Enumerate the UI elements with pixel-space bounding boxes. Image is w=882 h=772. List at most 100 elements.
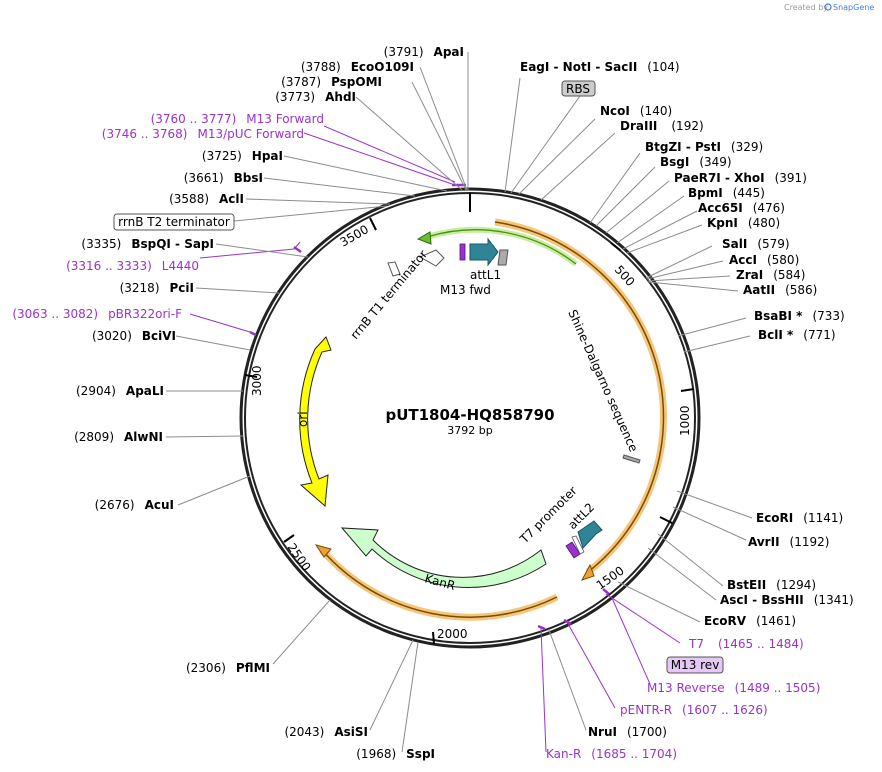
site-name: BclI *	[758, 328, 794, 342]
svg-text:(3760 .. 3777)M13 Forward: (3760 .. 3777)M13 Forward	[151, 112, 324, 126]
primer-name: M13/pUC Forward	[197, 127, 304, 141]
site-name: AclI	[219, 192, 244, 206]
sites-right: EagI - NotI - SacII(104) NcoI(140) DraII…	[520, 60, 854, 739]
primer-range: (3760 .. 3777)	[151, 112, 237, 126]
site-name: AhdI	[325, 90, 356, 104]
svg-text:(3725)HpaI: (3725) HpaI	[202, 149, 283, 163]
primer-range: (3063 .. 3082)	[12, 307, 98, 321]
site-name: BstEII	[727, 578, 766, 592]
site-pos: (1461)	[756, 614, 796, 628]
site-pos: (3773)	[275, 90, 315, 104]
site-name: NruI	[588, 725, 617, 739]
site-pos: (104)	[647, 60, 679, 74]
rrnb-t2-label: rrnB T2 terminator	[118, 215, 230, 229]
site-pos: (3725)	[202, 149, 242, 163]
m13-rev-label: M13 rev	[671, 658, 720, 672]
credit-brand: SnapGene	[833, 3, 874, 12]
tick-marks	[244, 193, 695, 645]
site-name: AsiSI	[334, 725, 368, 739]
svg-text:(2306)PflMI: (2306) PflMI	[186, 661, 270, 675]
site-name: PciI	[170, 281, 195, 295]
site-pos: (3020)	[92, 329, 132, 343]
site-pos: (3791)	[384, 45, 424, 59]
svg-text:(2676)AcuI: (2676)AcuI	[95, 498, 174, 512]
sites-left: (3791)ApaI (3788)EcoO109I (3787)PspOMI (…	[74, 45, 464, 761]
site-pos: (3218)	[120, 281, 160, 295]
primer-leaders	[189, 125, 681, 753]
svg-text:BclI *(771): BclI *(771)	[758, 328, 836, 342]
site-name: PflMI	[236, 661, 270, 675]
tick-2000: 2000	[437, 627, 468, 641]
site-pos: (2306)	[186, 661, 226, 675]
site-name: HpaI	[252, 149, 283, 163]
svg-text:(3335)BspQI - SapI: (3335) BspQI - SapI	[81, 237, 214, 251]
site-pos: (3787)	[281, 75, 321, 89]
svg-text:(2043)AsiSI: (2043) AsiSI	[284, 725, 368, 739]
site-pos: (2043)	[284, 725, 324, 739]
svg-text:AatII(586): AatII (586)	[743, 283, 817, 297]
kanr-label: KanR	[423, 571, 457, 593]
rbs-box	[561, 80, 596, 97]
primer-range: (3746 .. 3768)	[102, 127, 188, 141]
site-pos: (586)	[785, 283, 817, 297]
svg-text:EcoRV(1461): EcoRV (1461)	[704, 614, 796, 628]
svg-text:BstEII(1294): BstEII (1294)	[727, 578, 816, 592]
svg-text:BtgZI - PstI(329): BtgZI - PstI(329)	[645, 140, 763, 154]
site-name: BbsI	[234, 171, 263, 185]
svg-text:(3020)BciVI: (3020) BciVI	[92, 329, 176, 343]
site-pos: (329)	[731, 140, 763, 154]
attl2-arrow	[577, 520, 603, 549]
primer-range: (3316 .. 3333)	[66, 259, 152, 273]
svg-text:(3787)PspOMI: (3787)PspOMI	[281, 75, 382, 89]
svg-text:(3063 .. 3082)pBR322ori-F: (3063 .. 3082)pBR322ori-F	[12, 307, 182, 321]
site-name: KpnI	[707, 216, 738, 230]
attl1-box	[497, 249, 509, 266]
site-pos: (584)	[773, 268, 805, 282]
site-pos: (476)	[753, 201, 785, 215]
backbone-outer	[239, 187, 701, 649]
site-pos: (3335)	[81, 237, 121, 251]
site-pos: (2676)	[95, 498, 135, 512]
site-pos: (1341)	[814, 593, 854, 607]
primer-name: T7	[688, 637, 704, 651]
svg-text:SalI(579): SalI(579)	[722, 237, 790, 251]
primer-name: Kan-R	[546, 747, 581, 761]
plasmid-name: pUT1804-HQ858790	[385, 406, 554, 424]
t7-promoter-mark	[571, 535, 585, 555]
svg-text:M13 Reverse(1489 .. 1505): M13 Reverse(1489 .. 1505)	[647, 681, 820, 695]
site-pos: (2809)	[74, 430, 114, 444]
site-pos: (579)	[757, 237, 789, 251]
site-name: BspQI - SapI	[131, 237, 214, 251]
svg-text:KpnI(480): KpnI (480)	[707, 216, 780, 230]
svg-text:pENTR-R(1607 .. 1626): pENTR-R(1607 .. 1626)	[620, 703, 768, 717]
site-pos: (3588)	[169, 192, 209, 206]
site-name: BciVI	[142, 329, 176, 343]
svg-text:(2904)ApaLI: (2904)ApaLI	[76, 384, 164, 398]
feature-orange-arcs	[314, 218, 667, 621]
site-name: AscI - BssHII	[720, 593, 804, 607]
plasmid-size: 3792 bp	[447, 424, 492, 437]
site-pos: (580)	[767, 253, 799, 267]
primer-range: (1685 .. 1704)	[591, 747, 677, 761]
site-name: AatII	[743, 283, 775, 297]
svg-text:ZraI(584): ZraI(584)	[736, 268, 805, 282]
svg-text:BpmI(445): BpmI(445)	[688, 186, 765, 200]
rrnb-t2-arrow	[387, 261, 401, 277]
site-pos: (1700)	[627, 725, 667, 739]
primers-left: (3760 .. 3777)M13 Forward (3746 .. 3768)…	[12, 112, 324, 321]
svg-text:DraIII(192): DraIII(192)	[620, 119, 704, 133]
site-name: EcoRV	[704, 614, 747, 628]
site-pos: (480)	[748, 216, 780, 230]
attl1-label: attL1	[470, 268, 501, 282]
rbs-label: RBS	[566, 82, 590, 96]
svg-text:(1968)SspI: (1968)SspI	[356, 747, 435, 761]
svg-text:EagI - NotI - SacII(104): EagI - NotI - SacII(104)	[520, 60, 680, 74]
site-name: DraIII	[620, 119, 657, 133]
site-pos: (1192)	[790, 535, 830, 549]
shine-dalgarno-box	[622, 454, 641, 464]
svg-text:BsgI(349): BsgI(349)	[660, 155, 732, 169]
site-pos: (1294)	[776, 578, 816, 592]
site-pos: (3788)	[301, 60, 341, 74]
site-name: AlwNI	[124, 430, 163, 444]
